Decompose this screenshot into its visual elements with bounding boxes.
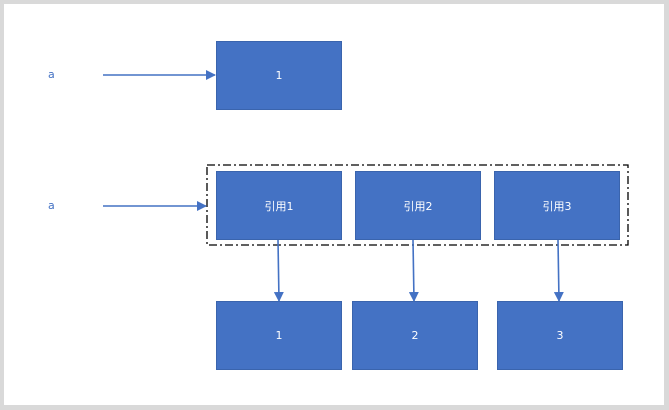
reference-label-2: 引用2 (403, 199, 433, 213)
reference-1-arrow (273, 239, 284, 302)
reference-box-1: 引用1 (216, 171, 342, 240)
target-label-2: 2 (411, 329, 419, 342)
diagram-canvas: a 1 a 引用1 引用2 引用3 1 2 3 (4, 4, 664, 405)
reference-3-arrow (553, 239, 564, 302)
target-label-3: 3 (556, 329, 564, 342)
reference-box-2: 引用2 (355, 171, 481, 240)
top-variable-label: a (48, 68, 55, 81)
bottom-variable-label: a (48, 199, 55, 212)
top-value-label: 1 (275, 69, 283, 82)
target-box-1: 1 (216, 301, 342, 370)
reference-label-1: 引用1 (264, 199, 294, 213)
top-value-box: 1 (216, 41, 342, 110)
reference-box-3: 引用3 (494, 171, 620, 240)
target-box-2: 2 (352, 301, 478, 370)
target-label-1: 1 (275, 329, 283, 342)
reference-label-3: 引用3 (542, 199, 572, 213)
target-box-3: 3 (497, 301, 623, 370)
reference-2-arrow (408, 239, 419, 302)
